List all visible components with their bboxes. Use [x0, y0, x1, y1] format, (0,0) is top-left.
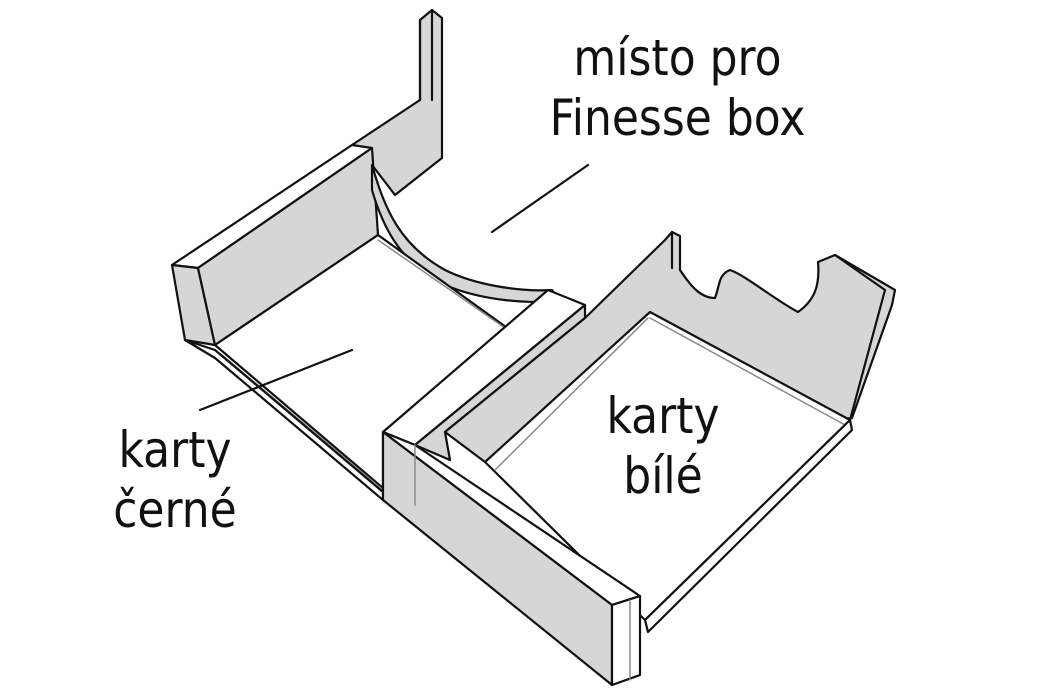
right-back-wall-rim: [670, 230, 887, 422]
right-floor-edge: [494, 317, 846, 471]
label-white-line2: bílé: [623, 447, 703, 505]
label-white-cards: karty bílé: [579, 386, 746, 506]
label-finesse-line2: Finesse box: [549, 89, 806, 147]
label-black-cards: karty černé: [83, 420, 268, 540]
right-front-edge: [643, 418, 854, 634]
leader-line-black-cards: [198, 348, 354, 412]
label-white-line1: karty: [606, 387, 720, 445]
back-divider-edge: [418, 8, 434, 102]
front-wall-edge: [414, 444, 631, 681]
label-finesse-line1: místo pro: [573, 29, 782, 87]
back-divider-wall: [350, 8, 444, 197]
label-finesse-box-space: místo pro Finesse box: [521, 28, 833, 148]
leader-line-finesse: [490, 163, 590, 234]
front-wall-end: [610, 594, 642, 687]
label-black-line1: karty: [118, 421, 232, 479]
label-black-line2: černé: [113, 481, 237, 539]
